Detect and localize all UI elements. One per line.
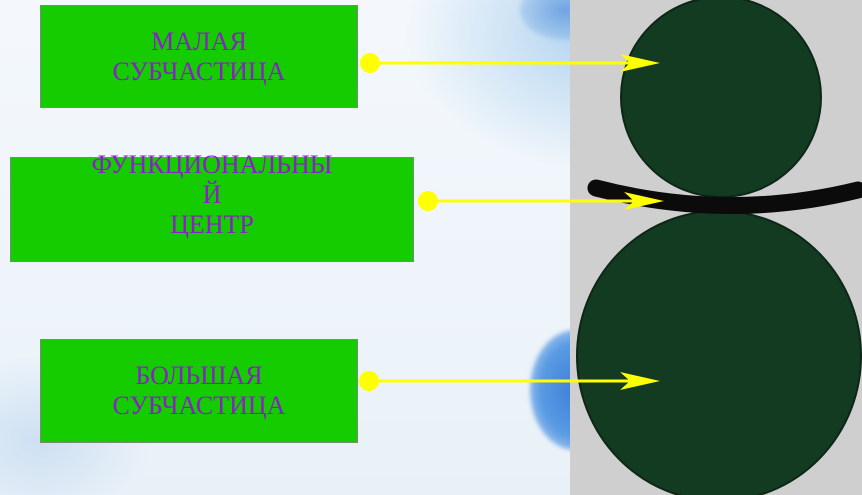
functional-center-arrow <box>418 191 664 211</box>
small-subunit <box>621 0 821 197</box>
small-subunit-arrow <box>360 53 660 73</box>
large-subunit <box>577 211 861 495</box>
